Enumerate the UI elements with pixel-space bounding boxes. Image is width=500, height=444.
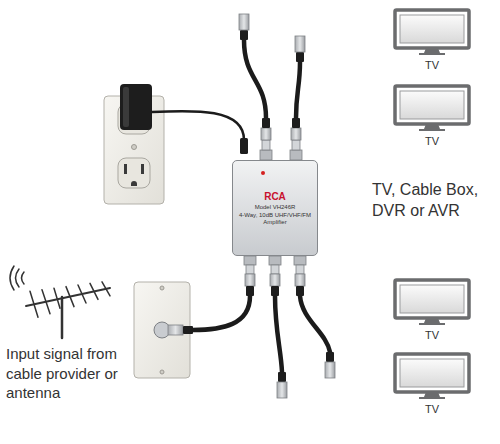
amplifier-ports bbox=[271, 265, 279, 274]
cable-connector bbox=[326, 352, 334, 362]
tv-icon: TV bbox=[393, 352, 471, 416]
model-text: Model VH246R bbox=[239, 204, 311, 211]
cable-connector bbox=[240, 30, 248, 40]
coax-cable bbox=[193, 40, 330, 372]
tv-screen bbox=[395, 280, 469, 318]
antenna-symbol bbox=[61, 297, 64, 338]
tv-icon: TV bbox=[393, 278, 471, 342]
power-led bbox=[261, 171, 265, 175]
amplifier-ports bbox=[296, 265, 304, 274]
cable-connector bbox=[292, 118, 300, 128]
cable-connector bbox=[246, 286, 254, 296]
tv-icon: TV bbox=[393, 84, 471, 148]
antenna-symbol bbox=[30, 291, 38, 317]
amplifier-ports bbox=[244, 256, 256, 265]
coax-cable bbox=[275, 296, 282, 372]
tv-screen bbox=[393, 352, 471, 400]
cable-connector bbox=[271, 286, 279, 296]
tv-screen bbox=[400, 285, 464, 313]
cable-connector bbox=[278, 372, 286, 382]
antenna-symbol bbox=[22, 272, 25, 284]
coax-cable bbox=[296, 62, 300, 118]
wall-outlet bbox=[141, 164, 144, 174]
power-adapter bbox=[123, 87, 129, 127]
tv-screen bbox=[400, 359, 464, 387]
cable-connector bbox=[270, 274, 280, 286]
tv-screen bbox=[400, 91, 464, 119]
cable-connector bbox=[262, 118, 270, 128]
cable-connector bbox=[291, 128, 301, 140]
tv-screen bbox=[424, 48, 440, 53]
device-label: TV bbox=[425, 403, 439, 416]
device-label: TV bbox=[425, 135, 439, 148]
device-label: TV bbox=[425, 59, 439, 72]
antenna-symbol bbox=[66, 287, 74, 307]
amplifier-ports bbox=[292, 140, 300, 150]
coax-wall-plate bbox=[160, 286, 164, 290]
antenna-symbol bbox=[42, 290, 50, 314]
tv-screen bbox=[395, 354, 469, 392]
coax-cable bbox=[244, 40, 266, 118]
cable-connector bbox=[296, 52, 304, 62]
output-note: TV, Cable Box, DVR or AVR bbox=[372, 180, 496, 222]
tv-screen bbox=[424, 392, 440, 397]
cable-connector bbox=[295, 36, 305, 52]
wall-outlet bbox=[132, 145, 137, 150]
tv-screen bbox=[395, 86, 469, 124]
tv-screen bbox=[419, 397, 445, 399]
cable-connector bbox=[295, 274, 305, 286]
amplifier-ports bbox=[269, 256, 281, 265]
tv-screen bbox=[424, 318, 440, 323]
amplifier-ports bbox=[294, 256, 306, 265]
tv-screen bbox=[419, 323, 445, 325]
tv-screen bbox=[400, 15, 464, 43]
tv-screen bbox=[419, 53, 445, 55]
tv-screen bbox=[393, 84, 471, 132]
antenna-symbol bbox=[16, 269, 20, 287]
brand-name: RCA bbox=[239, 191, 311, 203]
model-text: 4-Way, 10dB UHF/VHF/FM Amplifier bbox=[239, 212, 311, 226]
coax-cable bbox=[193, 296, 250, 330]
amplifier-box: RCAModel VH246R4-Way, 10dB UHF/VHF/FM Am… bbox=[232, 160, 318, 256]
tv-screen bbox=[424, 124, 440, 129]
amplifier-ports bbox=[262, 140, 270, 150]
amplifier-ports bbox=[246, 265, 254, 274]
cable-connector bbox=[277, 382, 287, 398]
power-adapter bbox=[240, 138, 248, 154]
cable-connector bbox=[296, 286, 304, 296]
coax-wall-plate bbox=[160, 370, 164, 374]
power-adapter bbox=[120, 84, 248, 154]
tv-screen bbox=[395, 10, 469, 48]
power-adapter bbox=[120, 84, 152, 130]
wall-outlet bbox=[131, 181, 137, 186]
antenna-symbol bbox=[54, 288, 60, 308]
tv-icon: TV bbox=[393, 8, 471, 72]
tv-screen bbox=[393, 8, 471, 56]
amplifier-ports bbox=[290, 150, 302, 160]
coax-wall-plate bbox=[134, 282, 190, 378]
wall-outlet bbox=[124, 164, 127, 174]
tv-screen bbox=[393, 278, 471, 326]
tv-screen bbox=[419, 129, 445, 131]
power-adapter bbox=[152, 111, 244, 140]
cable-connector bbox=[261, 128, 271, 140]
coax-wall-plate bbox=[168, 325, 183, 335]
device-label: TV bbox=[425, 329, 439, 342]
antenna-symbol bbox=[102, 282, 110, 296]
cable-connector bbox=[239, 14, 249, 30]
antenna-symbol bbox=[10, 266, 110, 338]
amplifier-ports bbox=[260, 150, 272, 160]
wall-outlet bbox=[118, 158, 150, 188]
coax-wall-plate bbox=[134, 282, 193, 378]
cable-connector bbox=[325, 362, 335, 378]
input-note: Input signal from cable provider or ante… bbox=[6, 344, 132, 403]
cable-connector bbox=[245, 274, 255, 286]
antenna-symbol bbox=[90, 283, 98, 299]
antenna-symbol bbox=[10, 266, 14, 290]
coax-cable bbox=[300, 296, 330, 352]
antenna-symbol bbox=[78, 285, 86, 303]
